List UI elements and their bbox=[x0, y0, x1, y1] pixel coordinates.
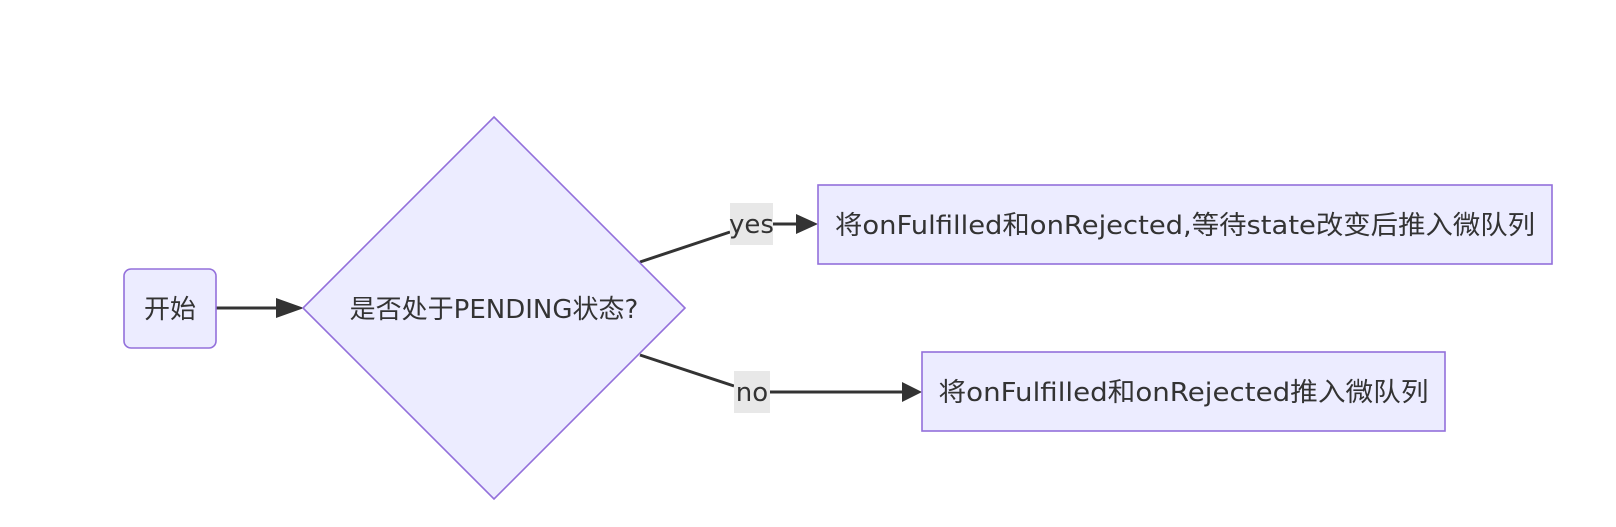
edge-label-background bbox=[734, 371, 770, 413]
edge-label-no: no bbox=[734, 371, 770, 413]
node-no-action-label: 将onFulfilled和onRejected推入微队列 bbox=[939, 378, 1429, 408]
node-decision-label: 是否处于PENDING状态? bbox=[350, 295, 639, 325]
node-yes-action-label: 将onFulfilled和onRejected,等待state改变后推入微队列 bbox=[835, 211, 1535, 241]
node-start-label: 开始 bbox=[144, 295, 196, 325]
edge-decision-to-no-action bbox=[639, 353, 922, 402]
edge-decision-to-yes-action bbox=[639, 214, 818, 264]
edge-label-text: no bbox=[736, 378, 768, 408]
arrow-head-icon bbox=[796, 214, 818, 234]
edge-label-text: yes bbox=[729, 210, 774, 240]
node-decision: 是否处于PENDING状态? bbox=[301, 115, 687, 501]
edge-line bbox=[639, 353, 735, 388]
edge-label-yes: yes bbox=[729, 203, 774, 245]
node-yes-action: 将onFulfilled和onRejected,等待state改变后推入微队列 bbox=[817, 184, 1553, 265]
edge-start-to-decision bbox=[216, 298, 304, 318]
node-yes-action-box bbox=[817, 184, 1553, 265]
edge-label-background bbox=[730, 203, 773, 245]
node-start-box bbox=[123, 268, 217, 349]
arrow-head-icon bbox=[902, 382, 922, 402]
node-no-action: 将onFulfilled和onRejected推入微队列 bbox=[921, 351, 1446, 432]
arrow-head-icon bbox=[276, 298, 304, 318]
edge-line bbox=[639, 230, 731, 264]
node-start: 开始 bbox=[123, 268, 217, 349]
node-decision-diamond bbox=[301, 115, 687, 501]
node-no-action-box bbox=[921, 351, 1446, 432]
